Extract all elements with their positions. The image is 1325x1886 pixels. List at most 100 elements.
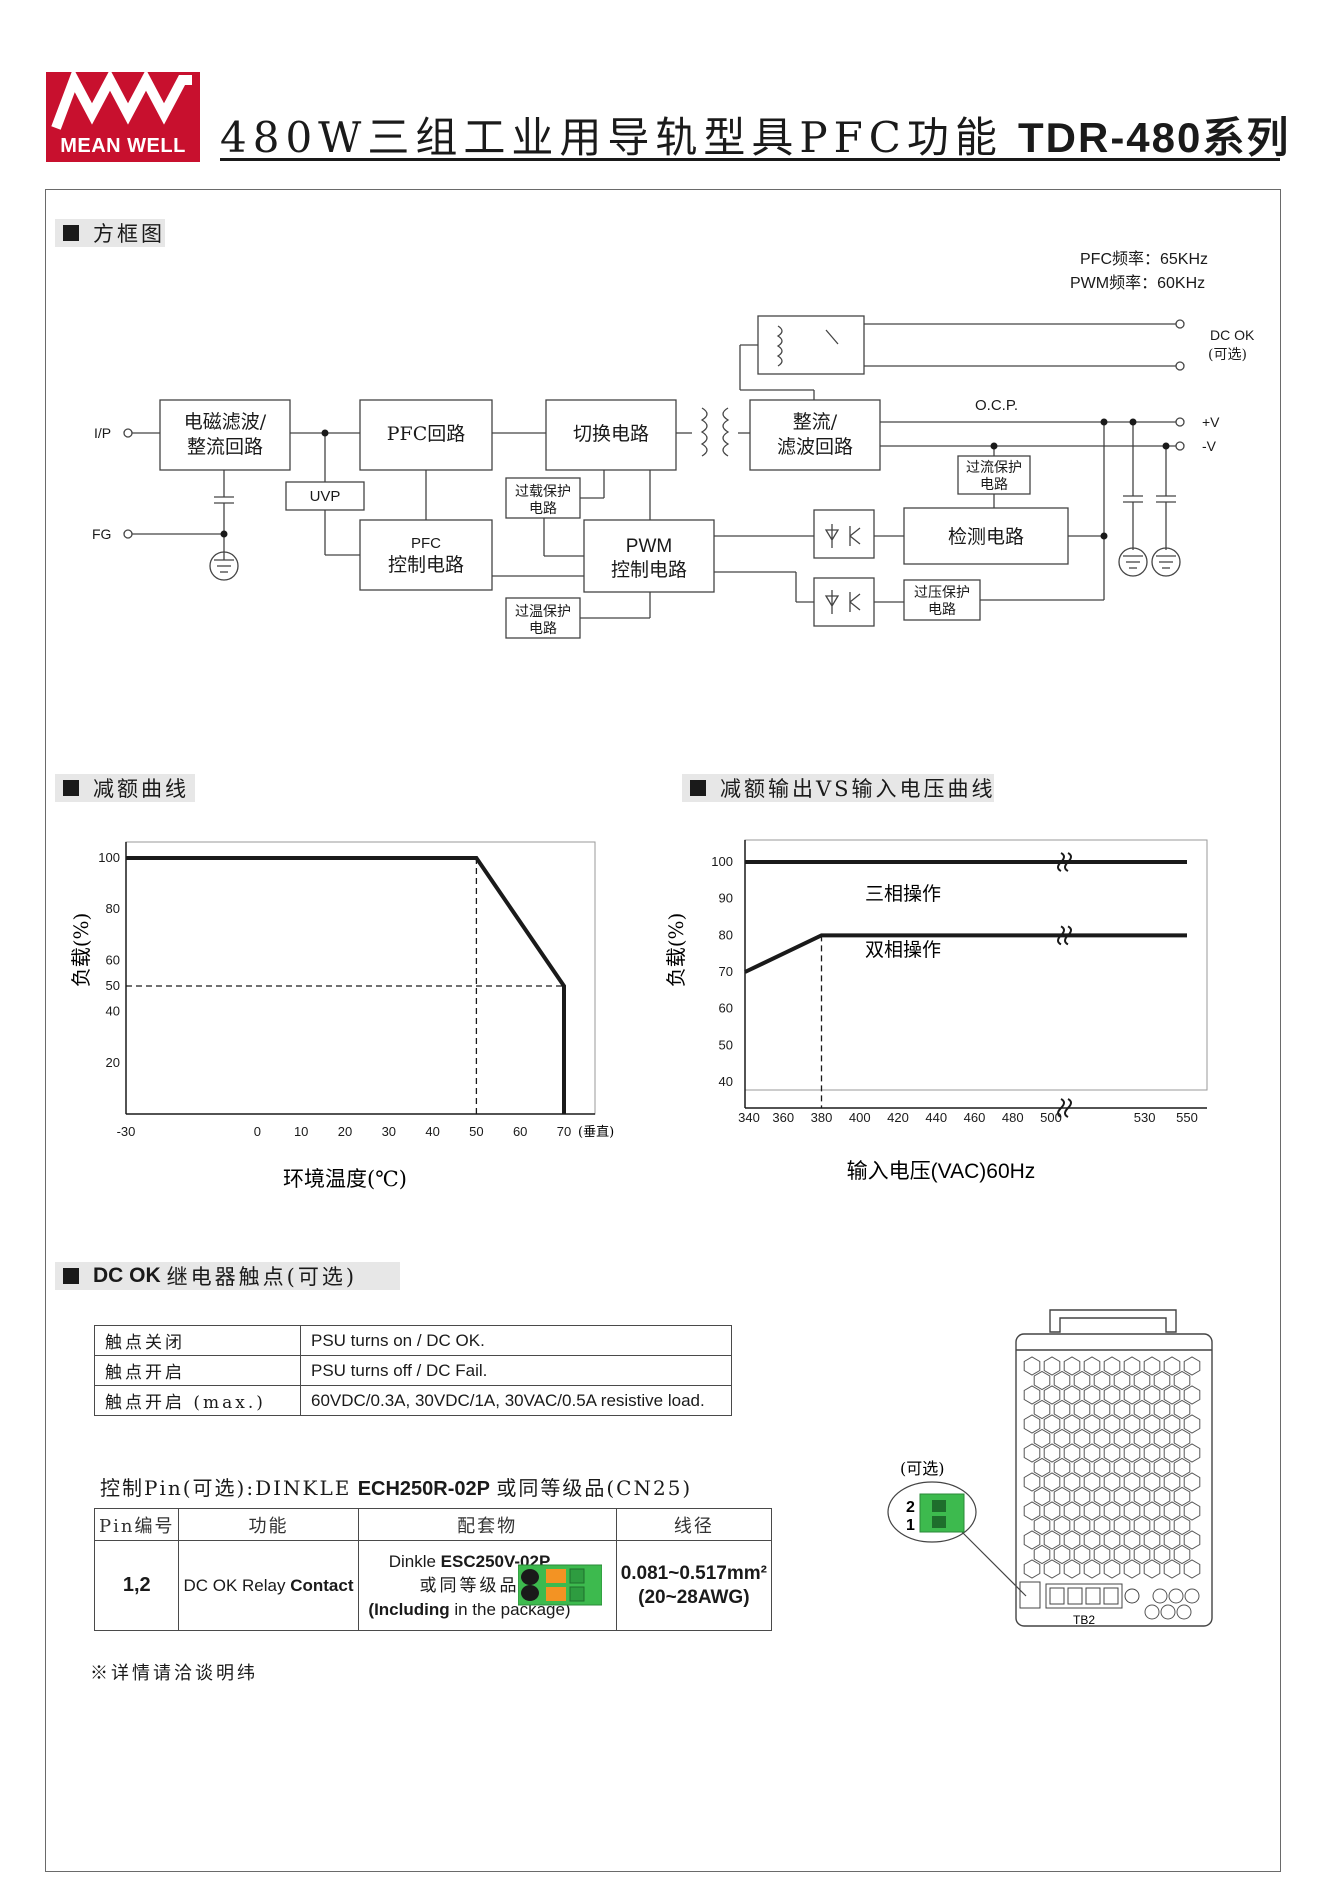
output-vs-input-heading: 减额输出VS输入电压曲线 (682, 774, 994, 802)
x-tick-label: 30 (382, 1124, 396, 1139)
vent-hole (1133, 1486, 1151, 1507)
x-tick-label: 480 (1002, 1110, 1024, 1125)
table-row: 触点开启 PSU turns off / DC Fail. (94, 1355, 732, 1386)
vent-hole (1043, 1385, 1061, 1405)
vent-hole (1173, 1457, 1191, 1478)
vent-hole (1113, 1428, 1131, 1449)
plot-frame (125, 841, 596, 1115)
vent-hole (1123, 1356, 1141, 1376)
pin-caption: 控制Pin(可选):DINKLE ECH250R-02P 或同等级品(CN25) (100, 1476, 693, 1500)
vminus-label: -V (1202, 438, 1217, 454)
dc-ok-terminal-2 (1175, 361, 1185, 371)
vent-hole (1063, 1472, 1081, 1492)
vent-hole (1113, 1515, 1131, 1536)
table-header-row: Pin编号 功能 配套物 线径 (93, 1508, 773, 1541)
mean-well-logo: MEAN WELL (46, 67, 200, 162)
vent-hole (1073, 1457, 1091, 1478)
heading-bullet (690, 780, 706, 796)
heading-bullet (63, 225, 79, 241)
vent-hole (1053, 1370, 1071, 1391)
vent-hole (1023, 1356, 1041, 1376)
vent-hole (1123, 1501, 1141, 1521)
vent-hole (1183, 1472, 1201, 1492)
x-tick-label: 40 (425, 1124, 439, 1139)
optocoupler-2 (813, 577, 875, 627)
vent-hole (1123, 1472, 1141, 1492)
vent-hole (1173, 1486, 1191, 1507)
derating-x-note: (垂直) (578, 1125, 614, 1140)
rectifier-box (749, 399, 881, 471)
vent-hole (1133, 1428, 1151, 1449)
y-tick-label: 20 (106, 1055, 120, 1070)
vent-hole (1043, 1356, 1061, 1376)
vent-hole (1184, 1588, 1200, 1604)
vent-hole (1063, 1385, 1081, 1405)
din-clip (1049, 1309, 1177, 1333)
vent-hole (1153, 1515, 1171, 1536)
heading-bullet (63, 1268, 79, 1284)
vent-hole (1173, 1399, 1191, 1420)
vent-hole (1063, 1443, 1081, 1463)
ground-icon (209, 547, 1181, 581)
derating-y-axis-label: 负载(%) (69, 913, 93, 988)
pwm-control-label-2: 控制电路 (611, 559, 687, 581)
x-tick-label: 500 (1040, 1110, 1062, 1125)
vent-hole (1053, 1428, 1071, 1449)
vent-hole (1183, 1530, 1201, 1550)
block-diagram: PFC频率：65KHz PWM频率：60KHz I/P FG 电磁滤波/ 整流回… (92, 250, 1255, 639)
vent-hole (1163, 1443, 1181, 1463)
vent-hole (1133, 1457, 1151, 1478)
detect-label: 检测电路 (948, 526, 1024, 548)
vent-hole (1163, 1501, 1181, 1521)
dc-ok-label: DC OK (1210, 327, 1255, 343)
vent-hole (1043, 1559, 1061, 1579)
vent-hole (1073, 1428, 1091, 1449)
vent-hole (1023, 1443, 1041, 1463)
vent-hole (1153, 1457, 1171, 1478)
vent-hole (1073, 1486, 1091, 1507)
vent-hole (1053, 1486, 1071, 1507)
vent-hole (1033, 1399, 1051, 1420)
adjust-pot-icon (1124, 1588, 1140, 1604)
derating-series-line (126, 856, 566, 1114)
vent-hole (1023, 1414, 1041, 1434)
vplus-terminal (1175, 417, 1185, 427)
emi-label-1: 电磁滤波/ (184, 411, 267, 433)
table-row: 触点关闭 PSU turns on / DC OK. (94, 1325, 732, 1356)
olp-label-1: 过载保护 (515, 484, 571, 500)
vent-hole (1083, 1559, 1101, 1579)
vent-hole (1153, 1544, 1171, 1565)
vent-hole (1153, 1486, 1171, 1507)
axis-break-icon (1057, 852, 1072, 872)
vent-hole (1043, 1530, 1061, 1550)
vent-hole (1173, 1544, 1191, 1565)
vent-hole (1063, 1501, 1081, 1521)
vent-hole (1163, 1356, 1181, 1376)
table-row: 1,2 DC OK Relay Contact Dinkle ESC250V-0… (93, 1540, 773, 1631)
logo-text: MEAN WELL (60, 135, 186, 157)
freq-pwm-label: PWM频率：60KHz (1070, 274, 1205, 292)
dc-ok-heading: DC OK 继电器触点(可选) (55, 1262, 400, 1290)
y-tick-label: 100 (711, 854, 733, 869)
vent-hole (1144, 1604, 1160, 1620)
y-tick-label: 50 (719, 1037, 733, 1052)
vent-hole (1113, 1544, 1131, 1565)
vent-hole (1093, 1428, 1111, 1449)
x-tick-label: 420 (887, 1110, 909, 1125)
vent-hole (1093, 1399, 1111, 1420)
vent-hole (1143, 1501, 1161, 1521)
x-tick-label: -30 (117, 1124, 136, 1139)
ip-label: I/P (94, 425, 111, 441)
vent-hole (1103, 1472, 1121, 1492)
ovi-x-axis-label: 输入电压(VAC)60Hz (847, 1160, 1036, 1183)
vent-hole (1183, 1443, 1201, 1463)
heading-bullet (63, 780, 79, 796)
pin-table: Pin编号 功能 配套物 线径 1,2 DC OK Relay Contact … (93, 1508, 773, 1631)
vent-hole (1160, 1604, 1176, 1620)
pfc-control-label-1: PFC (411, 535, 441, 552)
vent-hole (1023, 1501, 1041, 1521)
vent-hole (1033, 1428, 1051, 1449)
vent-hole (1073, 1399, 1091, 1420)
vent-hole (1053, 1457, 1071, 1478)
